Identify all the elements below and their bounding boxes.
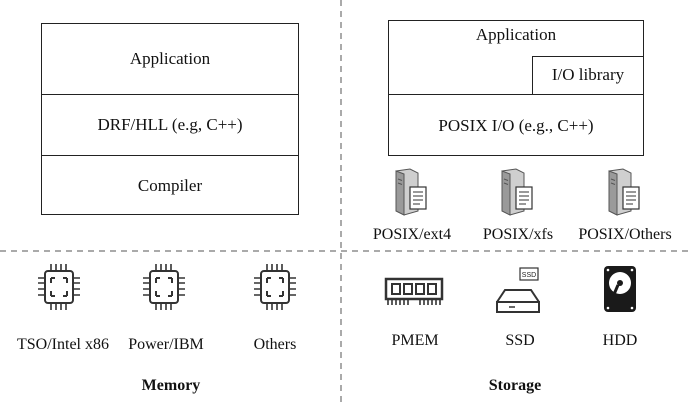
storage-label-pmem: PMEM bbox=[391, 332, 439, 349]
cpu-chip-icon bbox=[143, 264, 185, 310]
cpu-chip-icon bbox=[38, 264, 80, 310]
posix-io-layer bbox=[388, 94, 644, 156]
io-library-label: I/O library bbox=[551, 65, 625, 84]
posix-io-label: POSIX I/O (e.g., C++) bbox=[438, 116, 594, 135]
left-compiler-label: Compiler bbox=[137, 176, 203, 195]
io-library-box bbox=[532, 56, 644, 95]
hard-disk-icon bbox=[604, 266, 636, 312]
cpu-chip-icon bbox=[254, 264, 296, 310]
left-application-label: Application bbox=[129, 49, 211, 68]
storage-label-hdd: HDD bbox=[602, 332, 638, 349]
right-application-label: Application bbox=[475, 25, 557, 44]
ssd-icon-text: SSD bbox=[522, 272, 536, 279]
left-compiler-layer bbox=[41, 155, 299, 215]
left-drf-hll-label: DRF/HLL (e.g, C++) bbox=[97, 115, 243, 134]
server-icon bbox=[395, 168, 427, 216]
filesystem-label-others: POSIX/Others bbox=[578, 226, 672, 243]
storage-title: Storage bbox=[488, 377, 542, 394]
memory-label-others: Others bbox=[253, 336, 297, 353]
memory-title: Memory bbox=[141, 377, 201, 394]
server-icon bbox=[608, 168, 640, 216]
server-icon bbox=[501, 168, 533, 216]
ssd-drive-icon: SSD bbox=[496, 267, 540, 313]
memory-module-icon bbox=[384, 277, 444, 305]
memory-label-power-ibm: Power/IBM bbox=[128, 336, 204, 353]
memory-label-tso-x86: TSO/Intel x86 bbox=[17, 336, 109, 353]
filesystem-label-ext4: POSIX/ext4 bbox=[372, 226, 452, 243]
storage-label-ssd: SSD bbox=[505, 332, 535, 349]
filesystem-label-xfs: POSIX/xfs bbox=[482, 226, 554, 243]
